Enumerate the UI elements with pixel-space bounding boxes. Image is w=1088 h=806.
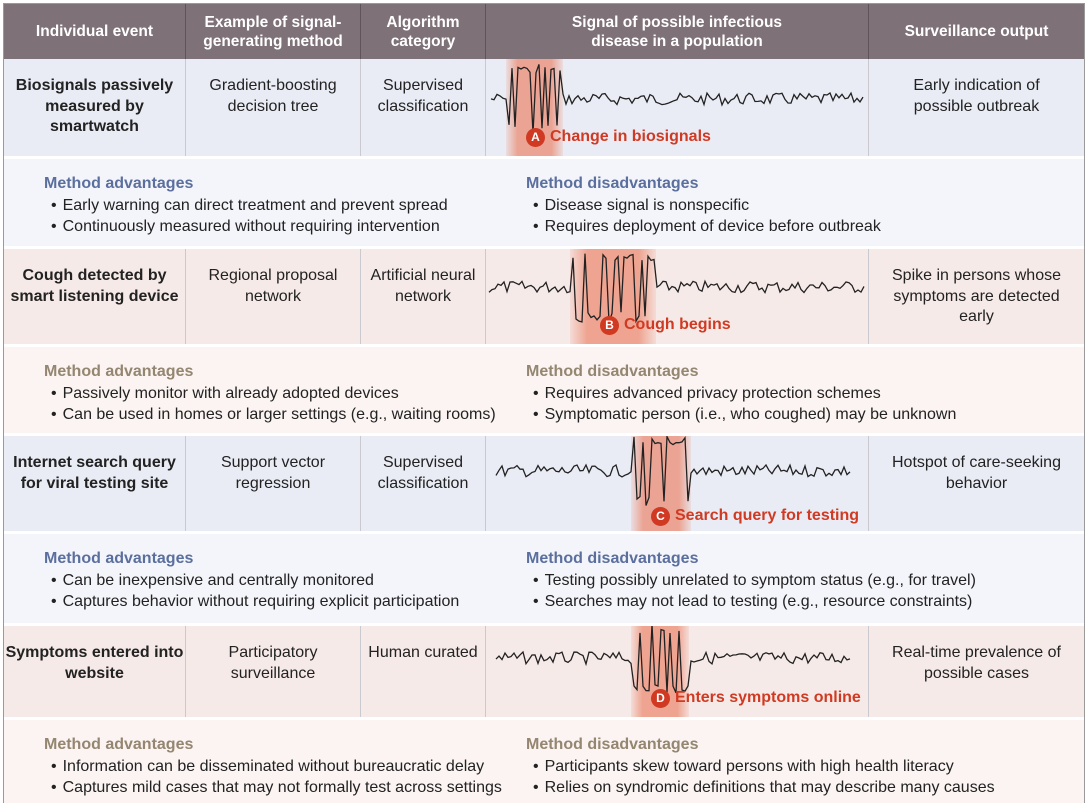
advantages-title: Method advantages — [44, 550, 194, 567]
bullet-item: Continuously measured without requiring … — [44, 216, 526, 237]
signal-label-text: Cough begins — [624, 316, 731, 333]
disadvantages-title: Method disadvantages — [526, 550, 699, 567]
algorithm-category: Artificial neural network — [361, 249, 486, 344]
method-section: Symptoms entered into website Participat… — [4, 626, 1084, 806]
individual-event: Internet search query for viral testing … — [4, 436, 186, 531]
bullet-item: Can be inexpensive and centrally monitor… — [44, 570, 526, 591]
advantages-title: Method advantages — [44, 175, 194, 192]
surveillance-figure: Individual event Example of signal-gener… — [3, 3, 1085, 806]
method-advantages: Method advantagesPassively monitor with … — [4, 347, 526, 433]
bullet-item: Testing possibly unrelated to symptom st… — [526, 570, 976, 591]
method-section: Internet search query for viral testing … — [4, 436, 1084, 626]
method-disadvantages: Method disadvantagesParticipants skew to… — [526, 720, 995, 803]
method-section: Biosignals passively measured by smartwa… — [4, 59, 1084, 249]
header-signal: Signal of possible infectious disease in… — [486, 4, 869, 59]
algorithm-category: Human curated — [361, 626, 486, 717]
disadvantages-title: Method disadvantages — [526, 175, 699, 192]
surveillance-output: Real-time prevalence of possible cases — [892, 644, 1061, 682]
signal-badge: C — [651, 506, 670, 526]
signal-badge: D — [651, 688, 670, 708]
disadvantages-title: Method disadvantages — [526, 363, 699, 380]
bullet-item: Disease signal is nonspecific — [526, 195, 881, 216]
surveillance-output: Spike in persons whose symptoms are dete… — [892, 267, 1061, 325]
signal-label-text: Change in biosignals — [550, 128, 711, 145]
waveform-line — [495, 626, 851, 694]
method-section: Cough detected by smart listening device… — [4, 249, 1084, 436]
signal-badge: A — [526, 127, 545, 147]
method-advantages: Method advantagesEarly warning can direc… — [4, 159, 526, 246]
advantages-title: Method advantages — [44, 363, 194, 380]
method-disadvantages: Method disadvantagesDisease signal is no… — [526, 159, 881, 246]
advantages-panel: Method advantagesCan be inexpensive and … — [4, 531, 1084, 626]
method-row: Cough detected by smart listening device… — [4, 249, 1084, 344]
bullet-item: Participants skew toward persons with hi… — [526, 756, 995, 777]
bullet-item: Searches may not lead to testing (e.g., … — [526, 591, 976, 612]
signal-label: D Enters symptoms online — [651, 688, 861, 709]
signal-waveform: B Cough begins — [486, 249, 869, 344]
header-algorithm: Algorithm category — [361, 4, 486, 59]
method-row: Internet search query for viral testing … — [4, 436, 1084, 531]
bullet-item: Can be used in homes or larger settings … — [44, 404, 526, 425]
signal-method: Participatory surveillance — [186, 626, 361, 717]
header-output: Surveillance output — [904, 23, 1049, 40]
waveform-line — [495, 436, 851, 506]
advantages-panel: Method advantagesPassively monitor with … — [4, 344, 1084, 436]
header-individual-event: Individual event — [4, 4, 186, 59]
advantages-panel: Method advantagesInformation can be diss… — [4, 717, 1084, 806]
algorithm-category: Supervised classification — [361, 436, 486, 531]
algorithm-category: Supervised classification — [361, 59, 486, 156]
signal-label-text: Search query for testing — [675, 507, 860, 524]
method-row: Symptoms entered into website Participat… — [4, 626, 1084, 717]
signal-label: C Search query for testing — [651, 506, 859, 527]
bullet-item: Passively monitor with already adopted d… — [44, 383, 526, 404]
surveillance-output: Early indication of possible outbreak — [913, 77, 1040, 115]
signal-method: Regional proposal network — [186, 249, 361, 344]
bullet-item: Requires deployment of device before out… — [526, 216, 881, 237]
bullet-item: Captures behavior without requiring expl… — [44, 591, 526, 612]
individual-event: Symptoms entered into website — [4, 626, 186, 717]
signal-waveform: C Search query for testing — [486, 436, 869, 531]
signal-label: A Change in biosignals — [526, 127, 711, 148]
advantages-panel: Method advantagesEarly warning can direc… — [4, 156, 1084, 249]
waveform-line — [490, 64, 864, 134]
disadvantages-title: Method disadvantages — [526, 736, 699, 753]
individual-event: Cough detected by smart listening device — [4, 249, 186, 344]
signal-waveform: A Change in biosignals — [486, 59, 869, 156]
bullet-item: Information can be disseminated without … — [44, 756, 526, 777]
method-disadvantages: Method disadvantagesTesting possibly unr… — [526, 534, 976, 623]
bullet-item: Symptomatic person (i.e., who coughed) m… — [526, 404, 957, 425]
signal-label: B Cough begins — [600, 315, 731, 336]
method-advantages: Method advantagesCan be inexpensive and … — [4, 534, 526, 623]
bullet-item: Captures mild cases that may not formall… — [44, 777, 526, 798]
header-method: Example of signal-generating method — [186, 4, 361, 59]
method-disadvantages: Method disadvantagesRequires advanced pr… — [526, 347, 956, 433]
table-header: Individual event Example of signal-gener… — [4, 4, 1084, 59]
advantages-title: Method advantages — [44, 736, 194, 753]
signal-method: Support vector regression — [186, 436, 361, 531]
method-advantages: Method advantagesInformation can be diss… — [4, 720, 526, 803]
bullet-item: Early warning can direct treatment and p… — [44, 195, 526, 216]
signal-method: Gradient-boosting decision tree — [186, 59, 361, 156]
waveform-line — [488, 253, 865, 324]
signal-badge: B — [600, 315, 619, 335]
method-row: Biosignals passively measured by smartwa… — [4, 59, 1084, 156]
signal-waveform: D Enters symptoms online — [486, 626, 869, 717]
individual-event: Biosignals passively measured by smartwa… — [4, 59, 186, 156]
surveillance-output: Hotspot of care-seeking behavior — [892, 454, 1061, 492]
signal-label-text: Enters symptoms online — [675, 689, 861, 706]
bullet-item: Requires advanced privacy protection sch… — [526, 383, 956, 404]
bullet-item: Relies on syndromic definitions that may… — [526, 777, 995, 798]
